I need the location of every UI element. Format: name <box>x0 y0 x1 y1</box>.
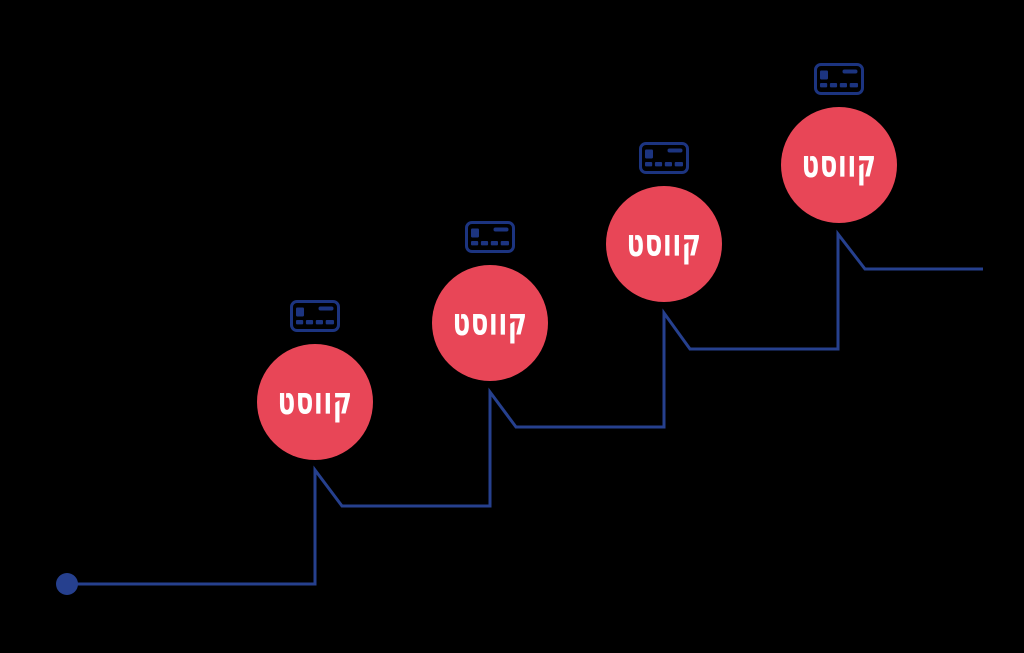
brand-circle-step-3: קווסט <box>606 186 722 302</box>
brand-circle-step-2: קווסט <box>432 265 548 381</box>
card-number-dash <box>664 162 672 167</box>
card-number-dash <box>471 241 479 246</box>
card-number-dash <box>645 162 653 167</box>
credit-card-icon <box>814 63 864 95</box>
start-dot <box>56 573 78 595</box>
card-signature-bar <box>318 306 334 311</box>
card-number-dash <box>839 83 847 88</box>
card-chip <box>820 70 828 80</box>
card-number-dash <box>490 241 498 246</box>
card-chip <box>471 228 479 238</box>
card-outline <box>639 142 689 174</box>
card-signature-bar <box>667 148 683 153</box>
card-number-dash <box>654 162 663 167</box>
card-number-dash <box>480 241 489 246</box>
brand-logo-text: קווסט <box>626 222 702 266</box>
card-outline <box>465 221 515 253</box>
card-number-dash <box>296 320 304 325</box>
card-outline <box>814 63 864 95</box>
card-number-dash <box>305 320 314 325</box>
step-line-path <box>67 229 983 586</box>
card-signature-bar <box>493 227 509 232</box>
credit-card-icon <box>290 300 340 332</box>
card-number-dash <box>849 83 858 88</box>
card-number-dash <box>674 162 683 167</box>
brand-logo-text: קווסט <box>277 380 353 424</box>
card-chip <box>296 307 304 317</box>
card-number-dash <box>820 83 828 88</box>
card-number-dash <box>315 320 323 325</box>
brand-circle-step-4: קווסט <box>781 107 897 223</box>
brand-circle-step-1: קווסט <box>257 344 373 460</box>
credit-card-icon <box>465 221 515 253</box>
card-chip <box>645 149 653 159</box>
brand-logo-text: קווסט <box>452 301 528 345</box>
card-number-dash <box>829 83 838 88</box>
card-number-dash <box>500 241 509 246</box>
card-signature-bar <box>842 69 858 74</box>
credit-card-icon <box>639 142 689 174</box>
card-outline <box>290 300 340 332</box>
card-number-dash <box>325 320 334 325</box>
brand-logo-text: קווסט <box>801 143 877 187</box>
